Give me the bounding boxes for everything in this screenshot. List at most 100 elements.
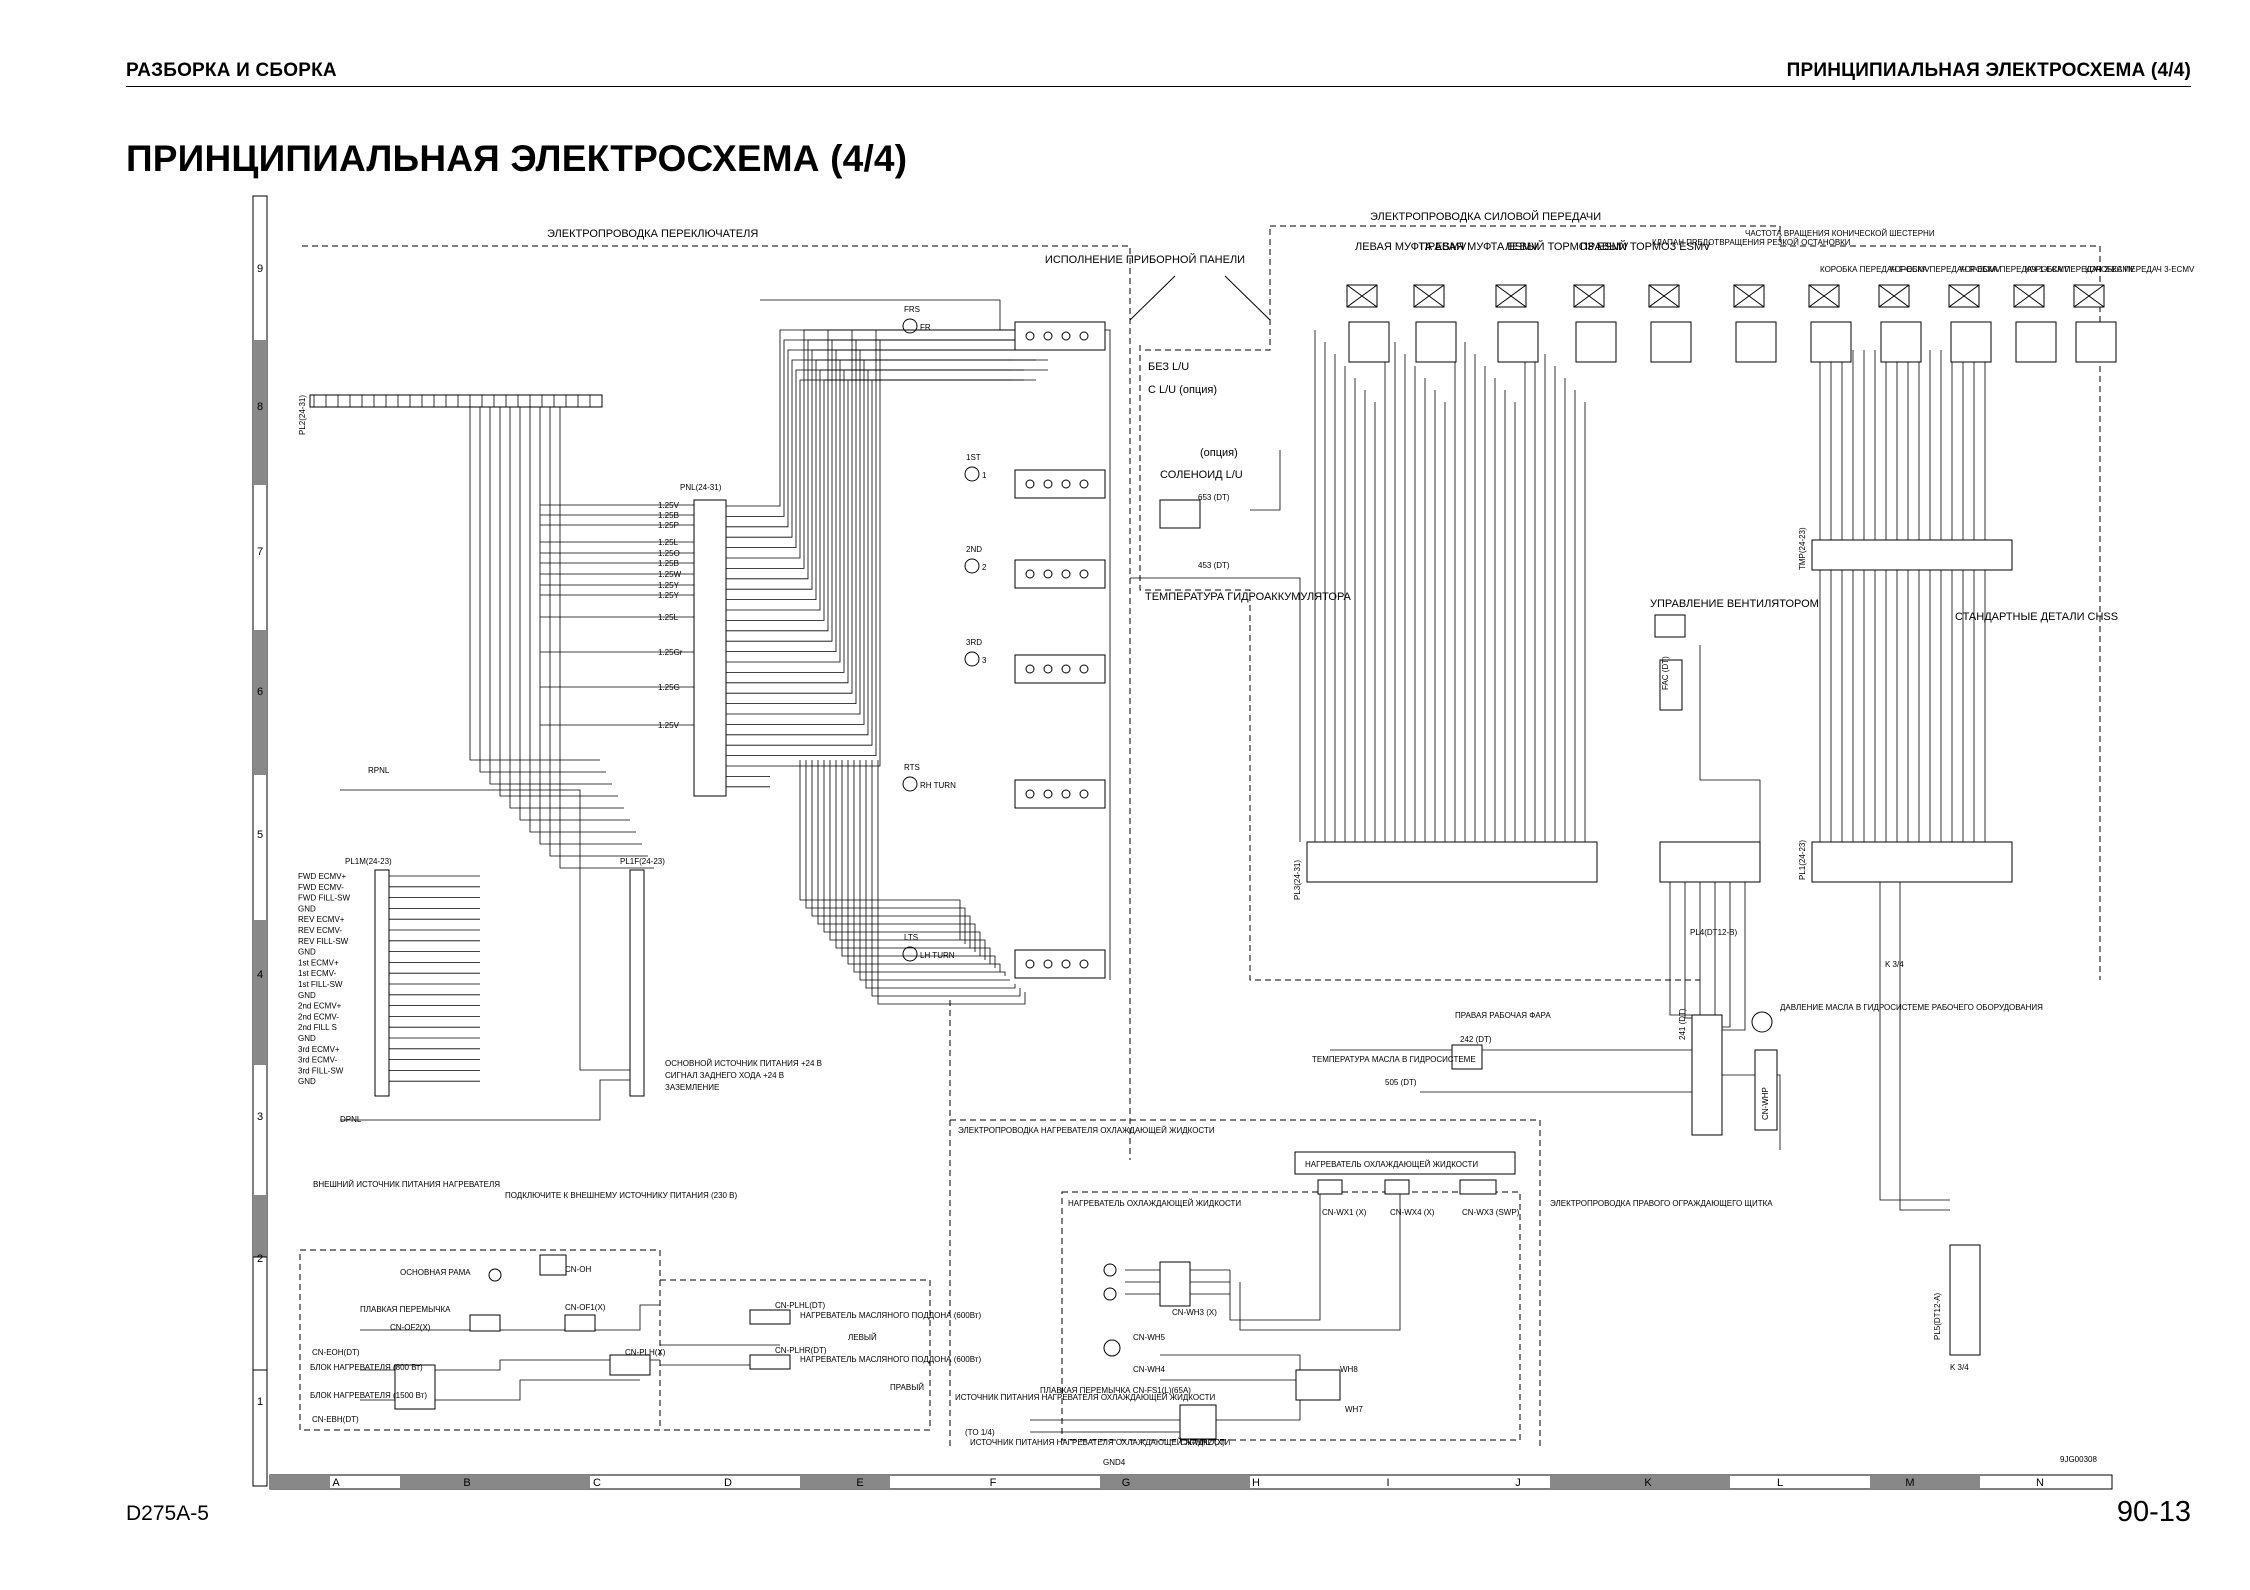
label-switch-wiring: ЭЛЕКТРОПРОВОДКА ПЕРЕКЛЮЧАТЕЛЯ	[547, 228, 758, 240]
valve-connector	[1415, 321, 1457, 363]
col-label-B: B	[463, 1477, 470, 1489]
label-power-train-wiring: ЭЛЕКТРОПРОВОДКА СИЛОВОЙ ПЕРЕДАЧИ	[1370, 210, 1601, 223]
label-coolant-heater-2: НАГРЕВАТЕЛЬ ОХЛАЖДАЮЩЕЙ ЖИДКОСТИ	[1068, 1199, 1241, 1208]
label-pan-heater-l: НАГРЕВАТЕЛЬ МАСЛЯНОГО ПОДДОНА (600Вт)	[800, 1311, 981, 1320]
pl1m-pin-label: FWD ECMV+	[298, 872, 347, 881]
label-hyd-oil-temp: ТЕМПЕРАТУРА МАСЛА В ГИДРОСИСТЕМЕ	[1312, 1055, 1476, 1064]
pl1f-connector	[629, 869, 645, 1097]
label-lu-solenoid: СОЛЕНОИД L/U	[1160, 469, 1243, 481]
label-fuse-link: ПЛАВКАЯ ПЕРЕМЫЧКА	[360, 1305, 451, 1314]
label-emergency-valve: КЛАПАН ПРЕДОТВРАЩЕНИЯ РЕЗКОЙ ОСТАНОВКИ	[1652, 238, 1851, 247]
conn-wh8: WH8	[1340, 1365, 1358, 1374]
label-coolant-supply: ИСТОЧНИК ПИТАНИЯ НАГРЕВАТЕЛЯ ОХЛАЖДАЮЩЕЙ…	[955, 1393, 1215, 1402]
relay-block	[1014, 559, 1106, 589]
valve-connector	[1348, 321, 1390, 363]
pl1-connector	[1811, 841, 2013, 883]
col-label-L: L	[1777, 1477, 1783, 1489]
indicator-sub-label: FR	[920, 323, 931, 332]
label-gearbox-f: КОРОБКА ПЕРЕДАЧ F-ECMV	[1820, 265, 1930, 274]
header-section: РАЗБОРКА И СБОРКА	[126, 60, 337, 81]
conn-pl2: PL2(24-31)	[298, 395, 307, 435]
column-ruler	[269, 1474, 2113, 1490]
conn-cn-wh3: CN-WH3 (X)	[1172, 1308, 1217, 1317]
conn-wh7: WH7	[1345, 1405, 1363, 1414]
relay-block	[1014, 654, 1106, 684]
pnl-wire-label: 1.25B	[658, 511, 679, 520]
col-label-C: C	[593, 1477, 601, 1489]
pl1m-pin-label: 2nd ECMV-	[298, 1012, 339, 1021]
label-coolant-heater-wiring: ЭЛЕКТРОПРОВОДКА НАГРЕВАТЕЛЯ ОХЛАЖДАЮЩЕЙ …	[958, 1126, 1215, 1135]
label-reverse-signal: СИГНАЛ ЗАДНЕГО ХОДА +24 В	[665, 1071, 784, 1080]
conn-cn-of2: CN-OF2(X)	[390, 1323, 431, 1332]
indicator-sub-label: 1	[982, 471, 987, 480]
label-coolant-supply-2: ИСТОЧНИК ПИТАНИЯ НАГРЕВАТЕЛЯ ОХЛАЖДАЮЩЕЙ…	[970, 1438, 1230, 1447]
pl1m-pin-label: 1st ECMV-	[298, 969, 337, 978]
label-ext-heater-supply: ВНЕШНИЙ ИСТОЧНИК ПИТАНИЯ НАГРЕВАТЕЛЯ	[313, 1180, 500, 1189]
conn-cn-oh: CN-OH	[565, 1265, 591, 1274]
pl1m-pin-label: REV ECMV-	[298, 926, 342, 935]
label-main-power: ОСНОВНОЙ ИСТОЧНИК ПИТАНИЯ +24 В	[665, 1059, 822, 1068]
label-left-brake: ЛЕВЫЙ ТОРМОЗ ESMV	[1505, 240, 1629, 253]
conn-453: 453 (DT)	[1198, 561, 1230, 570]
conn-cn-wh5: CN-WH5	[1133, 1333, 1166, 1342]
label-right-clutch: ПРАВАЯ МУФТА ESMV	[1420, 241, 1539, 253]
conn-fac: FAC (DT)	[1661, 656, 1670, 690]
label-with-lu: С L/U (опция)	[1148, 384, 1217, 396]
conn-cn-wh4: CN-WH4	[1133, 1365, 1166, 1374]
pressure-sensor-icon	[1751, 1011, 1773, 1033]
conn-cn-of1: CN-OF1(X)	[565, 1303, 606, 1312]
indicator-sub-label: LH TURN	[920, 951, 955, 960]
indicator-lamp-icon	[902, 318, 918, 334]
col-label-D: D	[724, 1477, 732, 1489]
col-label-M: M	[1905, 1477, 1914, 1489]
indicator-lamp-icon	[964, 466, 980, 482]
conn-pnl: PNL(24-31)	[680, 483, 722, 492]
col-label-E: E	[856, 1477, 863, 1489]
indicator-label: 2ND	[966, 545, 982, 554]
label-heater-800: БЛОК НАГРЕВАТЕЛЯ (800 Вт)	[310, 1363, 423, 1372]
relay-block	[1014, 469, 1106, 499]
label-main-frame: ОСНОВНАЯ РАМА	[400, 1268, 471, 1277]
valve-connector	[1497, 321, 1539, 363]
indicator-label: RTS	[904, 763, 920, 772]
conn-cn-plhl: CN-PLHL(DT)	[775, 1301, 826, 1310]
conn-pl1m: PL1M(24-23)	[345, 857, 392, 866]
valve-connector	[2015, 321, 2057, 363]
header-page-title: ПРИНЦИПИАЛЬНАЯ ЭЛЕКТРОСХЕМА (4/4)	[1786, 60, 2191, 81]
indicator-lamp-icon	[964, 651, 980, 667]
gauge-icon	[1103, 1339, 1121, 1357]
label-panel-version: ИСПОЛНЕНИЕ ПРИБОРНОЙ ПАНЕЛИ	[1045, 253, 1245, 266]
valve-connector	[1650, 321, 1692, 363]
header-rule	[126, 86, 2191, 87]
pl1m-pin-label: REV FILL-SW	[298, 937, 349, 946]
conn-241: 241 (DT)	[1678, 1008, 1687, 1040]
indicator-label: 3RD	[966, 638, 982, 647]
label-connect-ext: ПОДКЛЮЧИТЕ К ВНЕШНЕМУ ИСТОЧНИКУ ПИТАНИЯ …	[505, 1191, 738, 1200]
conn-cn-ebh: CN-EBH(DT)	[312, 1415, 359, 1424]
col-label-I: I	[1386, 1477, 1389, 1489]
conn-pl4: PL4(DT12-B)	[1690, 928, 1737, 937]
conn-dpnl: DPNL	[340, 1115, 362, 1124]
conn-cn-wx4: CN-WX4 (X)	[1390, 1208, 1435, 1217]
pl1m-connector	[374, 869, 390, 1097]
label-work-hyd-pressure: ДАВЛЕНИЕ МАСЛА В ГИДРОСИСТЕМЕ РАБОЧЕГО О…	[1780, 1003, 2043, 1012]
pnl-wire-label: 1.25B	[658, 559, 679, 568]
pl1m-pin-label: GND	[298, 1034, 316, 1043]
ground-icon	[488, 1268, 502, 1282]
col-label-K: K	[1644, 1477, 1652, 1489]
valve-connector	[1735, 321, 1777, 363]
pl1m-pin-label: 1st FILL-SW	[298, 980, 343, 989]
pnl-wire-label: 1.25Y	[658, 581, 680, 590]
label-bevel-speed: ЧАСТОТА ВРАЩЕНИЯ КОНИЧЕСКОЙ ШЕСТЕРНИ	[1745, 229, 1935, 238]
connector-241	[1691, 1014, 1723, 1136]
row-label-3: 3	[257, 1111, 263, 1123]
conn-cn-wx1: CN-WX1 (X)	[1322, 1208, 1367, 1217]
pl1m-pin-label: 3rd FILL-SW	[298, 1066, 344, 1075]
label-gearbox-r: КОРОБКА ПЕРЕДАЧ R-ECMV	[1890, 265, 2001, 274]
label-left: ЛЕВЫЙ	[848, 1333, 877, 1342]
pnl-connector	[693, 499, 727, 797]
conn-gnd4: GND4	[1103, 1458, 1126, 1467]
indicator-label: FRS	[904, 305, 920, 314]
relay-block	[1014, 779, 1106, 809]
row-label-8: 8	[257, 401, 263, 413]
